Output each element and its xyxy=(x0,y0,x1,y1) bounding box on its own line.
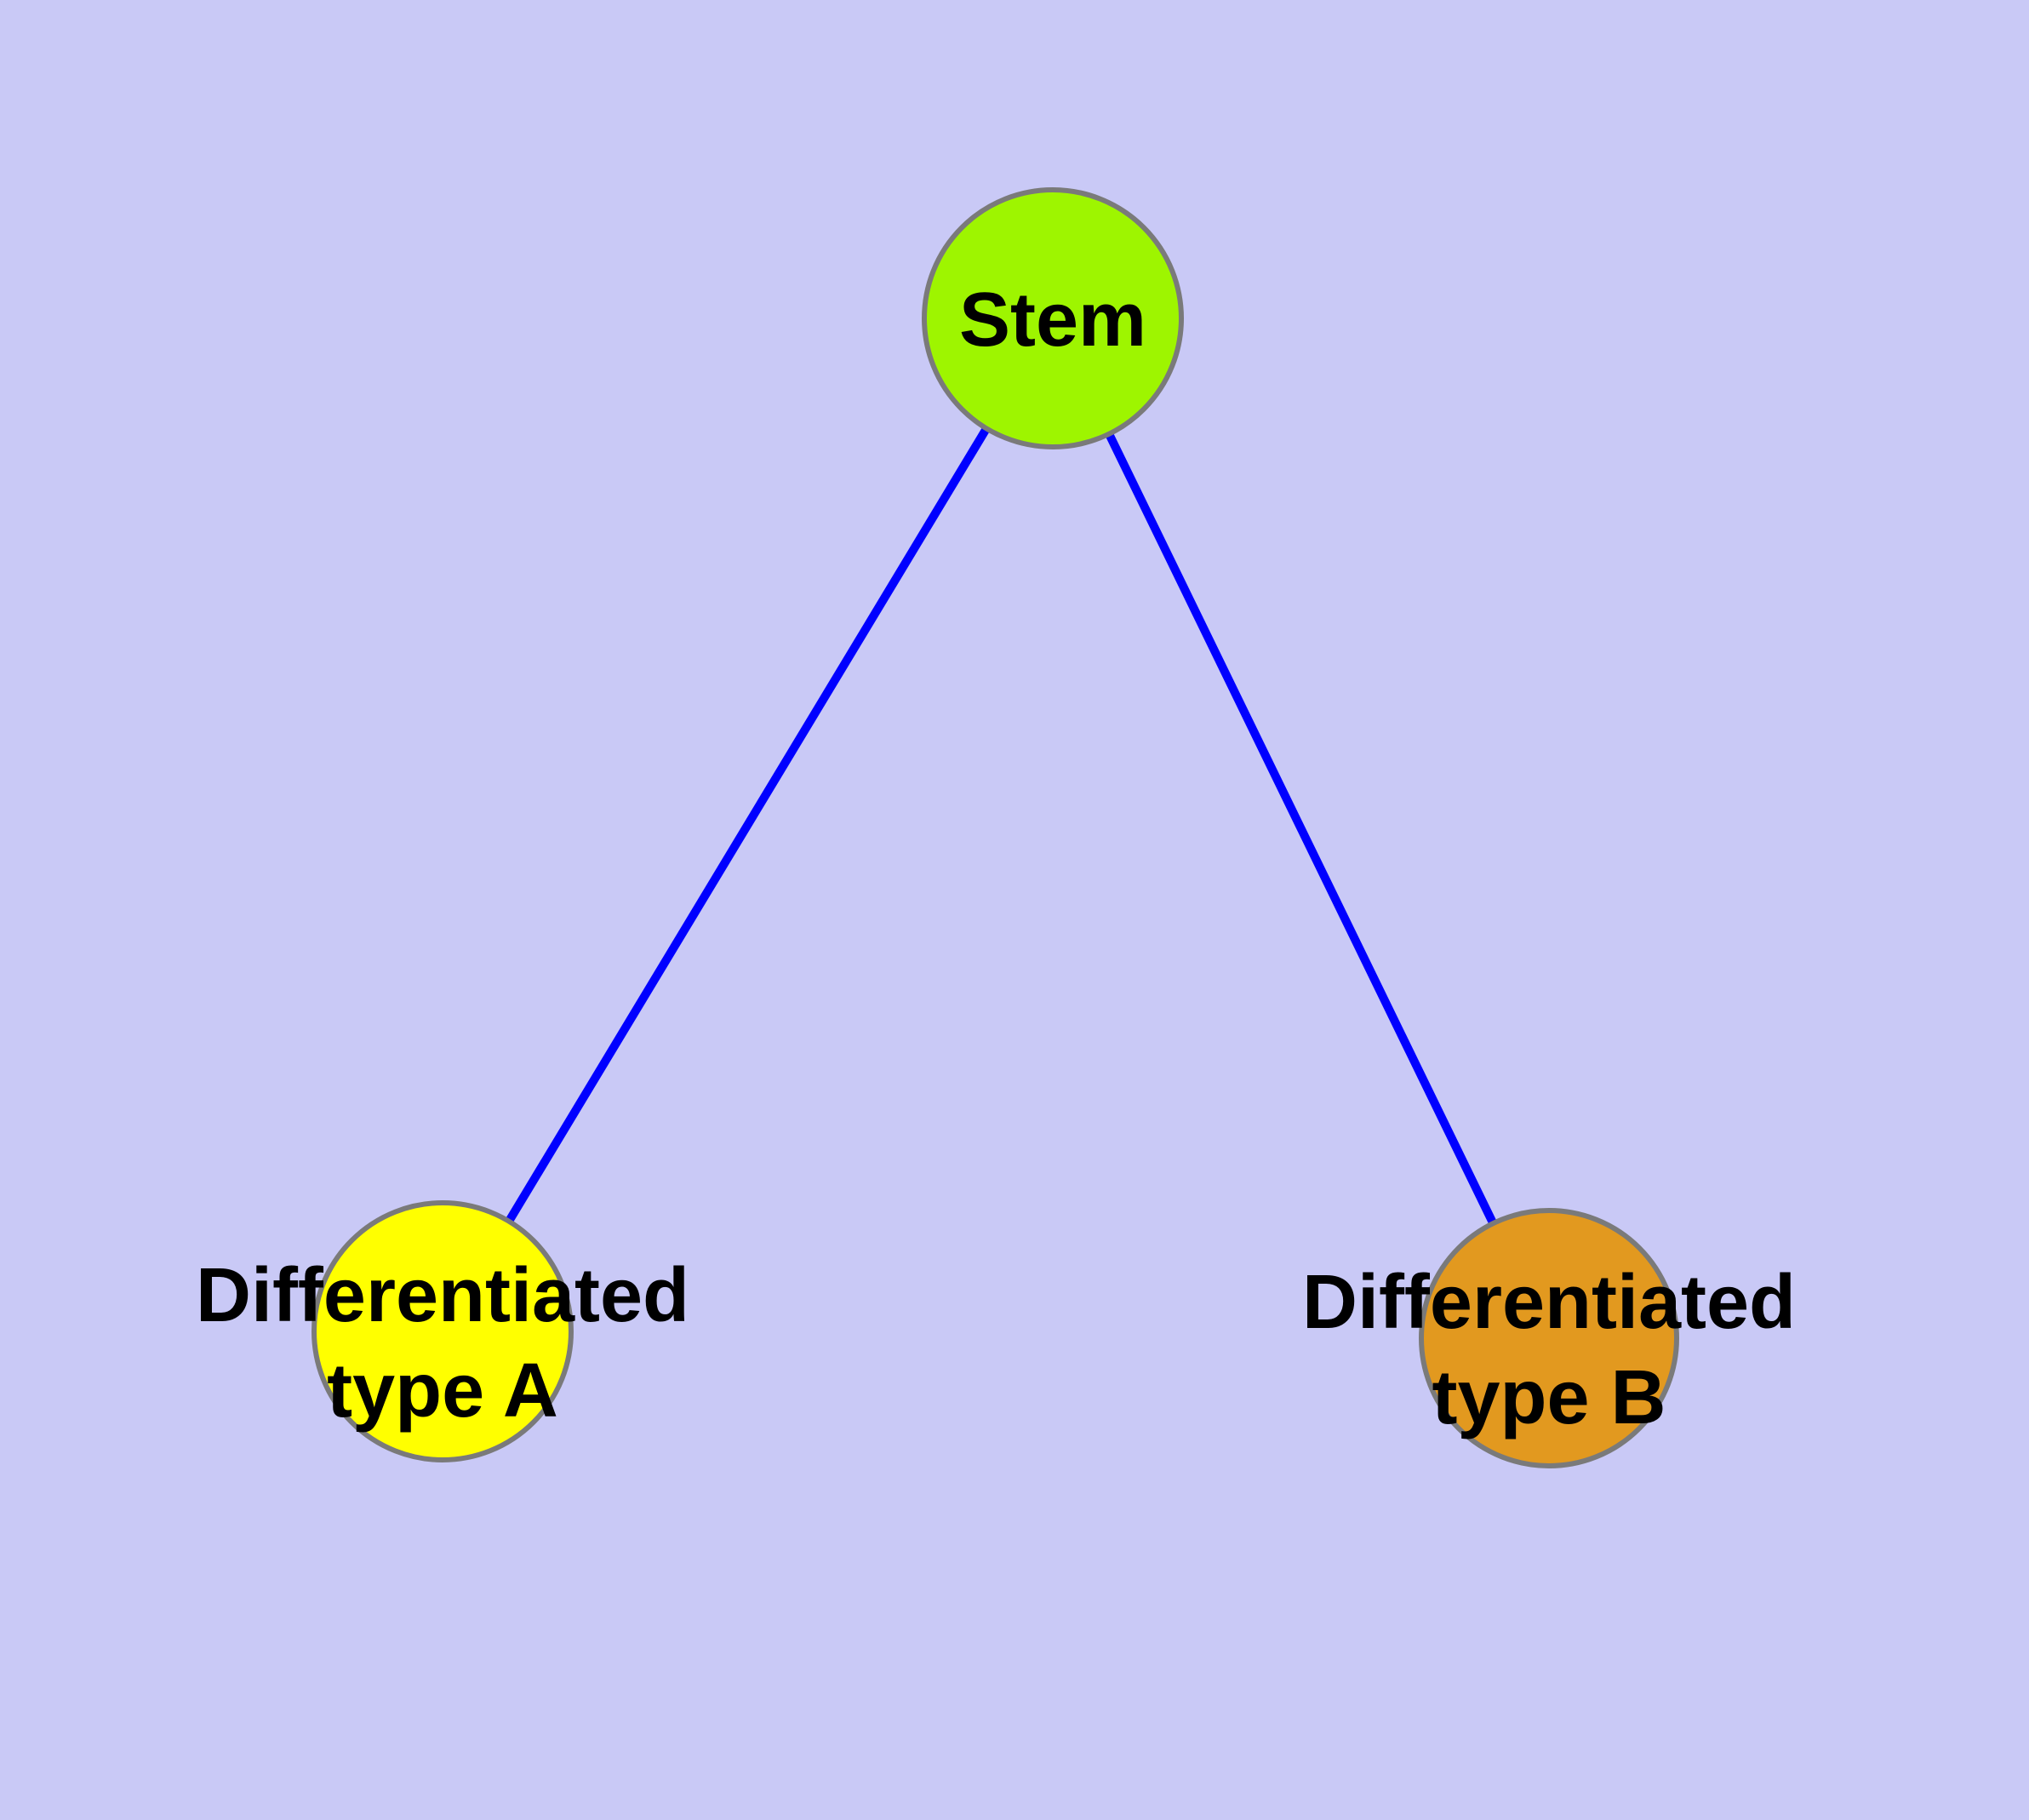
node-differentiated-type-b-label-line1: Differentiated xyxy=(1302,1260,1796,1345)
node-differentiated-type-b-label-line2: type B xyxy=(1432,1355,1666,1440)
node-differentiated-type-a-label-line1: Differentiated xyxy=(196,1253,689,1338)
node-stem xyxy=(922,187,1184,449)
edge-stem-to-type-a xyxy=(438,316,1057,1334)
edge-stem-to-type-b xyxy=(1049,316,1553,1341)
node-differentiated-type-b xyxy=(1419,1208,1679,1468)
node-stem-label: Stem xyxy=(959,278,1146,363)
node-differentiated-type-a xyxy=(311,1200,574,1462)
node-differentiated-type-a-label-line2: type A xyxy=(327,1348,558,1434)
